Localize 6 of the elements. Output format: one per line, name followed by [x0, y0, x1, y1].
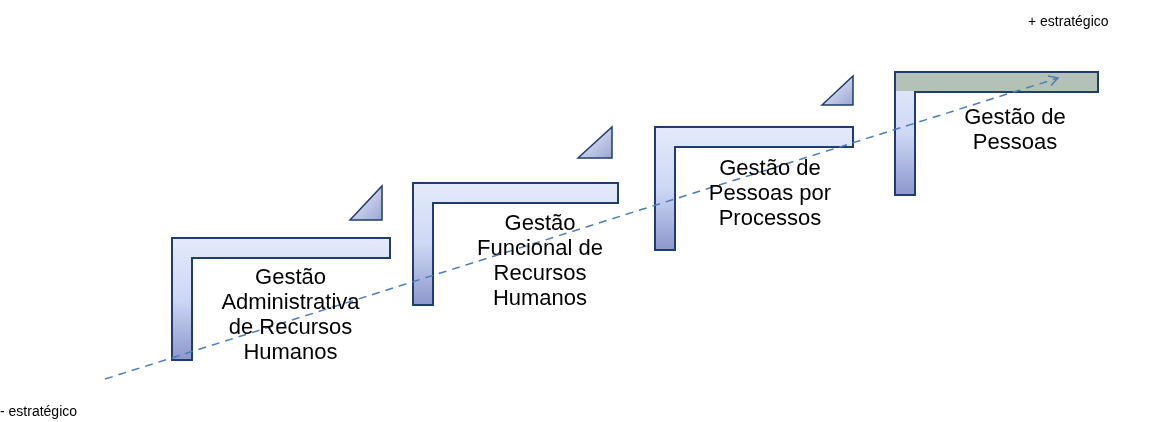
- step-label: Gestão de Pessoas por Processos: [707, 155, 833, 230]
- axis-end-label: - estratégico: [0, 403, 78, 419]
- axis-end-label: + estratégico: [1028, 13, 1109, 29]
- step-label: Gestão Administrativa de Recursos Humanos: [220, 264, 361, 364]
- step-label: Gestão Funcional de Recursos Humanos: [476, 210, 604, 310]
- step-label: Gestão de Pessoas: [963, 104, 1067, 154]
